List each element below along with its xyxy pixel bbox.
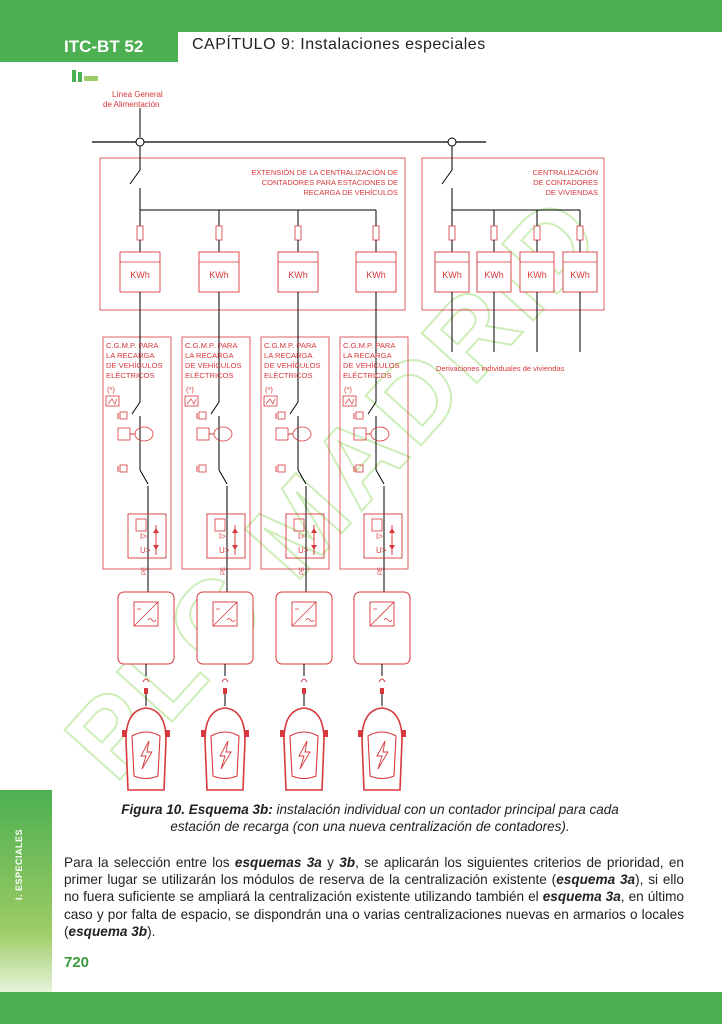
overvoltage-label: U> <box>140 546 151 555</box>
pe-label: PE <box>142 567 148 575</box>
page-number: 720 <box>64 954 90 971</box>
chapter-title: CAPÍTULO 9: Instalaciones especiales <box>192 36 486 53</box>
cgmp-note: (*) <box>344 385 352 394</box>
cgmp-text: LA RECARGA <box>185 351 234 360</box>
cgmp-text: DE VEHÍCULOS <box>106 361 163 370</box>
electric-car-3 <box>280 707 328 791</box>
kwh-label: KWh <box>527 270 547 280</box>
ext-label-line1: EXTENSIÓN DE LA CENTRALIZACIÓN DE <box>251 168 398 177</box>
electric-car-4 <box>358 707 406 791</box>
electric-car-1 <box>122 707 170 791</box>
charger-4 <box>353 591 411 791</box>
figure-caption-line2: estación de recarga (con una nueva centr… <box>170 819 570 834</box>
kwh-label: KWh <box>570 270 590 280</box>
body-text-run: y <box>321 855 340 870</box>
cgmp-note: (*) <box>107 385 115 394</box>
figure-caption-rest: instalación individual con un contador p… <box>272 802 619 817</box>
kwh-label: KWh <box>209 270 229 280</box>
body-text-run: esquema 3b <box>68 923 148 939</box>
body-text-run: , se aplicarán los siguientes criterios … <box>64 855 684 888</box>
cgmp-text: C.G.M.P. PARA <box>106 341 159 350</box>
cgmp-text: DE VEHÍCULOS <box>264 361 321 370</box>
side-tab-label: I. ESPECIALES <box>14 828 24 900</box>
wiring-diagram: PLC MADRID Línea General de Alimentación… <box>41 70 627 800</box>
pe-label: PE <box>300 567 306 575</box>
pe-label: PE <box>221 567 227 575</box>
body-paragraph: Para la selección entre los esquemas 3a … <box>64 854 684 940</box>
cgmp-text: C.G.M.P. PARA <box>264 341 317 350</box>
ev-meter-4: KWh <box>355 210 397 293</box>
kwh-label: KWh <box>366 270 386 280</box>
side-tab <box>0 790 52 992</box>
cgmp-text: DE VEHÍCULOS <box>343 361 400 370</box>
ev-meter-2: KWh <box>198 210 240 293</box>
cgmp-text: C.G.M.P. PARA <box>185 341 238 350</box>
body-text-run: 3b <box>339 855 356 870</box>
overcurrent-label: I> <box>376 532 383 541</box>
cgmp-text: ELÉCTRICOS <box>106 371 155 380</box>
overvoltage-label: U> <box>298 546 309 555</box>
cgmp-text: DE VEHÍCULOS <box>185 361 242 370</box>
feed-label-line1: Línea General <box>112 90 163 99</box>
figure-caption-bold: Figura 10. Esquema 3b: <box>121 802 273 817</box>
body-text-run: Para la selección entre los <box>64 855 235 870</box>
charger-2 <box>196 591 254 791</box>
ext-label-line2: CONTADORES PARA ESTACIONES DE <box>262 178 398 187</box>
logo-icon <box>72 70 98 82</box>
cgmp-text: ELÉCTRICOS <box>343 371 392 380</box>
body-text-run: esquemas 3a <box>234 855 322 870</box>
cgmp-note: (*) <box>186 385 194 394</box>
body-text-run: esquema 3a <box>542 889 621 905</box>
charger-3 <box>275 591 333 791</box>
cent-label-line1: CENTRALIZACIÓN <box>533 168 598 177</box>
home-meter-3: KWh <box>519 210 555 293</box>
cgmp-text: LA RECARGA <box>106 351 155 360</box>
figure-caption: Figura 10. Esquema 3b: instalación indiv… <box>80 801 660 835</box>
cgmp-text: LA RECARGA <box>343 351 392 360</box>
top-bar <box>0 0 722 32</box>
body-text-run: , en último caso y por falta de espacio,… <box>64 889 684 939</box>
overvoltage-label: U> <box>219 546 230 555</box>
ev-meter-3: KWh <box>277 210 319 293</box>
kwh-label: KWh <box>130 270 150 280</box>
home-meter-2: KWh <box>476 210 512 293</box>
cgmp-text: C.G.M.P. PARA <box>343 341 396 350</box>
cgmp-text: ELÉCTRICOS <box>185 371 234 380</box>
cgmp-note: (*) <box>265 385 273 394</box>
body-text-run: ). <box>147 923 156 939</box>
feed-label-line2: de Alimentación <box>103 100 159 109</box>
cgmp-text: LA RECARGA <box>264 351 313 360</box>
ext-label-line3: RECARGA DE VEHÍCULOS <box>303 188 398 197</box>
overcurrent-label: I> <box>140 532 147 541</box>
cgmp-text: ELÉCTRICOS <box>264 371 313 380</box>
kwh-label: KWh <box>288 270 308 280</box>
electric-car-2 <box>201 707 249 791</box>
cent-label-line2: DE CONTADORES <box>533 178 598 187</box>
overcurrent-label: I> <box>298 532 305 541</box>
kwh-label: KWh <box>484 270 504 280</box>
cent-label-line3: DE VIVIENDAS <box>545 188 598 197</box>
ev-meter-1: KWh <box>119 210 161 293</box>
section-code: ITC-BT 52 <box>0 32 178 62</box>
pe-label: PE <box>378 567 384 575</box>
bottom-bar <box>0 992 722 1024</box>
overcurrent-label: I> <box>219 532 226 541</box>
overvoltage-label: U> <box>376 546 387 555</box>
derivations-label: Derivaciones individuales de viviendas <box>436 364 565 373</box>
body-text-run: esquema 3a <box>556 872 636 888</box>
home-meter-4: KWh <box>562 210 598 293</box>
kwh-label: KWh <box>442 270 462 280</box>
charger-1 <box>117 591 175 791</box>
body-text-run: ), si ello no fuera suficiente se amplia… <box>64 872 684 905</box>
